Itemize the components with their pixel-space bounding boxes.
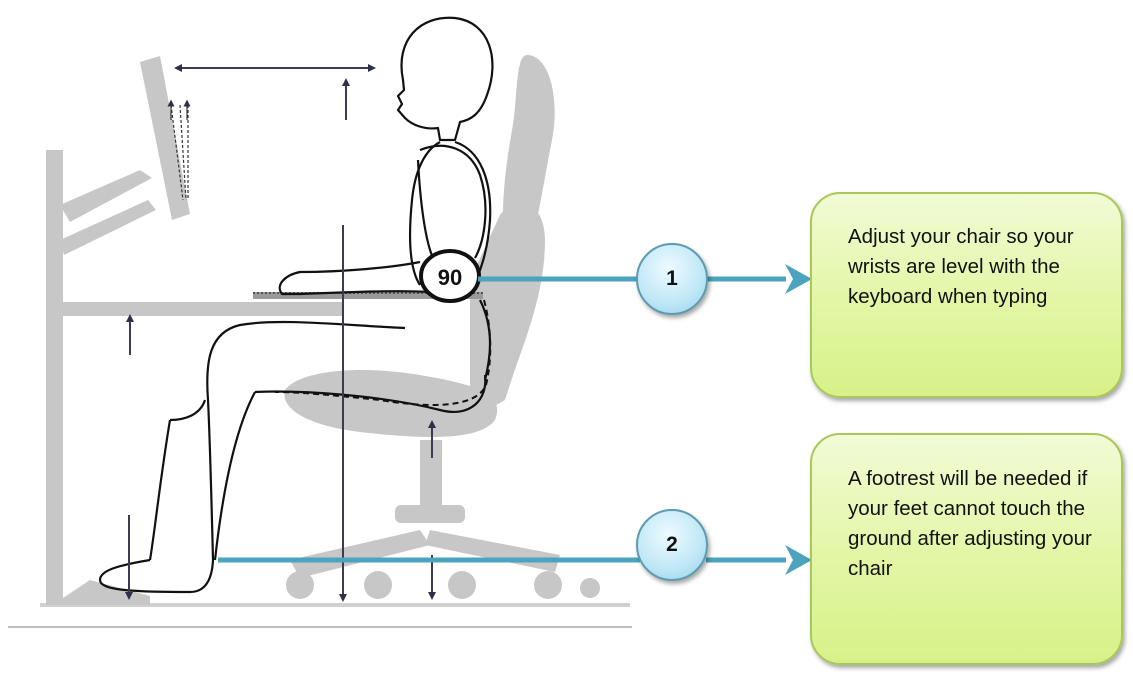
- connector-1-arrowhead: [785, 264, 812, 294]
- step-1-callout: Adjust your chair so your wrists are lev…: [810, 192, 1123, 398]
- connectors: [218, 276, 786, 563]
- monitor: [60, 56, 190, 255]
- desk: [46, 150, 342, 605]
- keyboard: [253, 292, 483, 299]
- step-1-number: 1: [666, 267, 678, 290]
- step-2-callout: A footrest will be needed if your feet c…: [810, 433, 1123, 665]
- monitor-tilt-indicator: [167, 99, 191, 201]
- measurement-arrows: [125, 64, 436, 602]
- connector-2-arrowhead: [785, 545, 812, 575]
- step-1-badge: 1: [636, 243, 708, 315]
- office-chair: [284, 55, 600, 599]
- angle-label: 90: [438, 265, 462, 290]
- step-1-text: Adjust your chair so your wrists are lev…: [848, 225, 1074, 308]
- seated-person: [98, 16, 494, 594]
- step-2-badge: 2: [636, 509, 708, 581]
- step-2-number: 2: [666, 533, 678, 556]
- lumbar-dashed-line: [274, 299, 492, 406]
- step-2-text: A footrest will be needed if your feet c…: [848, 467, 1092, 580]
- elbow-angle-marker: 90: [419, 249, 481, 303]
